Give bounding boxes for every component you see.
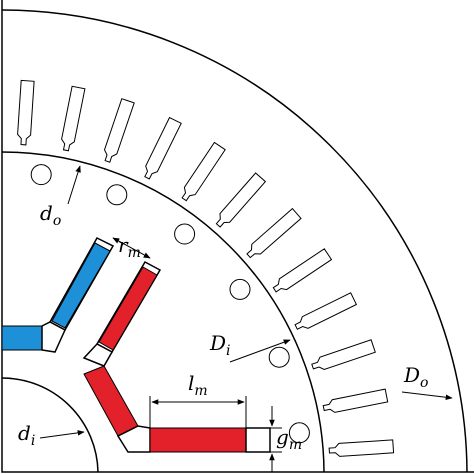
dimension-annotations bbox=[39, 165, 453, 472]
rotor-hole bbox=[30, 164, 52, 186]
magnet-red-upper bbox=[98, 266, 158, 351]
stator-slot bbox=[322, 388, 389, 413]
magnet-bridge-blue bbox=[41, 321, 66, 353]
label-outer-diameter: Do bbox=[403, 363, 428, 391]
label-inner-diameter: Di bbox=[209, 331, 231, 359]
inner-diameter-arrow bbox=[229, 339, 291, 363]
rotor-magnets bbox=[1, 237, 271, 453]
label-hole-offset: do bbox=[40, 201, 61, 229]
outer-diameter-arrow bbox=[401, 391, 453, 401]
hole-offset-arrow bbox=[67, 165, 81, 205]
label-magnet-gap: gm bbox=[276, 425, 302, 453]
rotor-hole bbox=[229, 278, 251, 300]
label-magnet-width: rm bbox=[118, 233, 141, 261]
rotor-hole bbox=[268, 346, 290, 368]
stator-slot bbox=[246, 207, 302, 259]
magnet-red-bottom bbox=[149, 427, 247, 453]
stator-slot bbox=[61, 85, 86, 152]
stator-outer-boundary bbox=[1, 9, 468, 473]
magnet-red-mid bbox=[83, 365, 139, 437]
stator-slot bbox=[181, 141, 226, 202]
stator-slot bbox=[103, 98, 135, 163]
magnet-end-slot bbox=[245, 427, 271, 453]
rotor-hole bbox=[106, 184, 128, 206]
rotor-hole bbox=[174, 223, 196, 245]
stator-slot bbox=[215, 172, 267, 228]
magnet-blue-lower bbox=[1, 325, 43, 351]
shaft-diameter-arrow bbox=[39, 430, 85, 439]
rotor-cooling-holes bbox=[30, 164, 310, 444]
stator-slot bbox=[311, 339, 376, 371]
stator-slot bbox=[272, 248, 333, 293]
magnet-blue-upper bbox=[51, 242, 111, 329]
stator-slot bbox=[144, 116, 182, 180]
label-shaft-diameter: di bbox=[18, 421, 35, 449]
shaft-boundary bbox=[1, 377, 99, 473]
stator-slot bbox=[328, 439, 395, 457]
magnet-width-dim bbox=[112, 237, 151, 259]
rotor-outer-boundary bbox=[1, 151, 325, 473]
stator-slot bbox=[294, 292, 358, 330]
stator-slot bbox=[17, 79, 35, 146]
stator-slots bbox=[17, 79, 395, 457]
label-magnet-length: lm bbox=[188, 371, 208, 399]
rotor-hole bbox=[288, 422, 310, 444]
